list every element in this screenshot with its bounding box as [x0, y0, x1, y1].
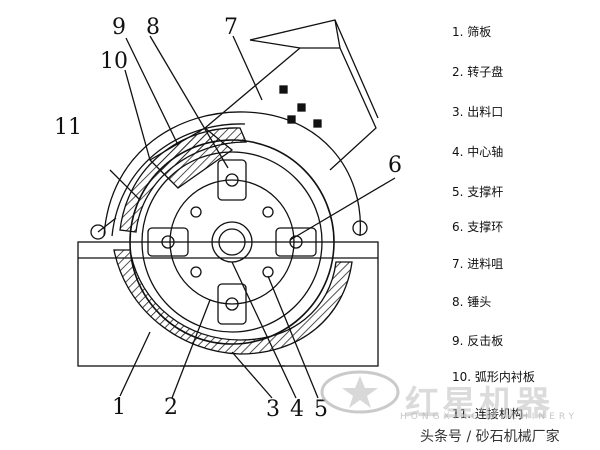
legend-item-9: 9. 反击板: [452, 334, 504, 348]
legend-item-11: 11. 连接机构: [452, 407, 523, 421]
rotor-disk: [169, 179, 295, 305]
legend-item-7: 7. 进料咀: [452, 257, 504, 271]
legend-item-4: 4. 中心轴: [452, 145, 504, 159]
callout-9: 9: [112, 15, 126, 40]
callout-3: 3: [266, 397, 280, 422]
hammer-top: [217, 159, 247, 201]
hammer-left: [147, 227, 189, 257]
feed-chute: [204, 19, 379, 171]
watermark-logo-icon: [320, 370, 400, 414]
legend-item-10: 10. 弧形内衬板: [452, 370, 535, 384]
callout-5: 5: [314, 397, 328, 422]
legend-item-8: 8. 锤头: [452, 295, 492, 309]
watermark-brand: 红星机器: [405, 384, 553, 424]
callout-4: 4: [290, 397, 304, 422]
legend-item-1: 1. 筛板: [452, 25, 492, 39]
hammer-bottom: [217, 283, 247, 325]
callout-7: 7: [224, 15, 238, 40]
callout-6: 6: [388, 153, 402, 178]
watermark-subtitle: HONGXING MACHINERY: [400, 412, 579, 422]
watermark-credit: 头条号 / 砂石机械厂家: [420, 429, 560, 445]
connecting-mechanism: [90, 217, 368, 240]
legend-item-6: 6. 支撑环: [452, 220, 504, 234]
callout-1: 1: [112, 395, 126, 420]
casing: [103, 111, 361, 237]
legend-item-2: 2. 转子盘: [452, 65, 504, 79]
support-bar: [225, 173, 239, 187]
legend: 1. 筛板 2. 转子盘 3. 出料口 4. 中心轴 5. 支撑杆 6. 支撑环…: [452, 0, 600, 450]
callout-8: 8: [146, 15, 160, 40]
callout-10: 10: [100, 49, 128, 74]
screen-plate: [113, 249, 353, 355]
legend-item-3: 3. 出料口: [452, 105, 504, 119]
support-ring: [129, 139, 335, 345]
legend-item-5: 5. 支撑杆: [452, 185, 504, 199]
hammer-right: [275, 227, 317, 257]
callout-11: 11: [54, 115, 82, 140]
callout-2: 2: [164, 395, 178, 420]
